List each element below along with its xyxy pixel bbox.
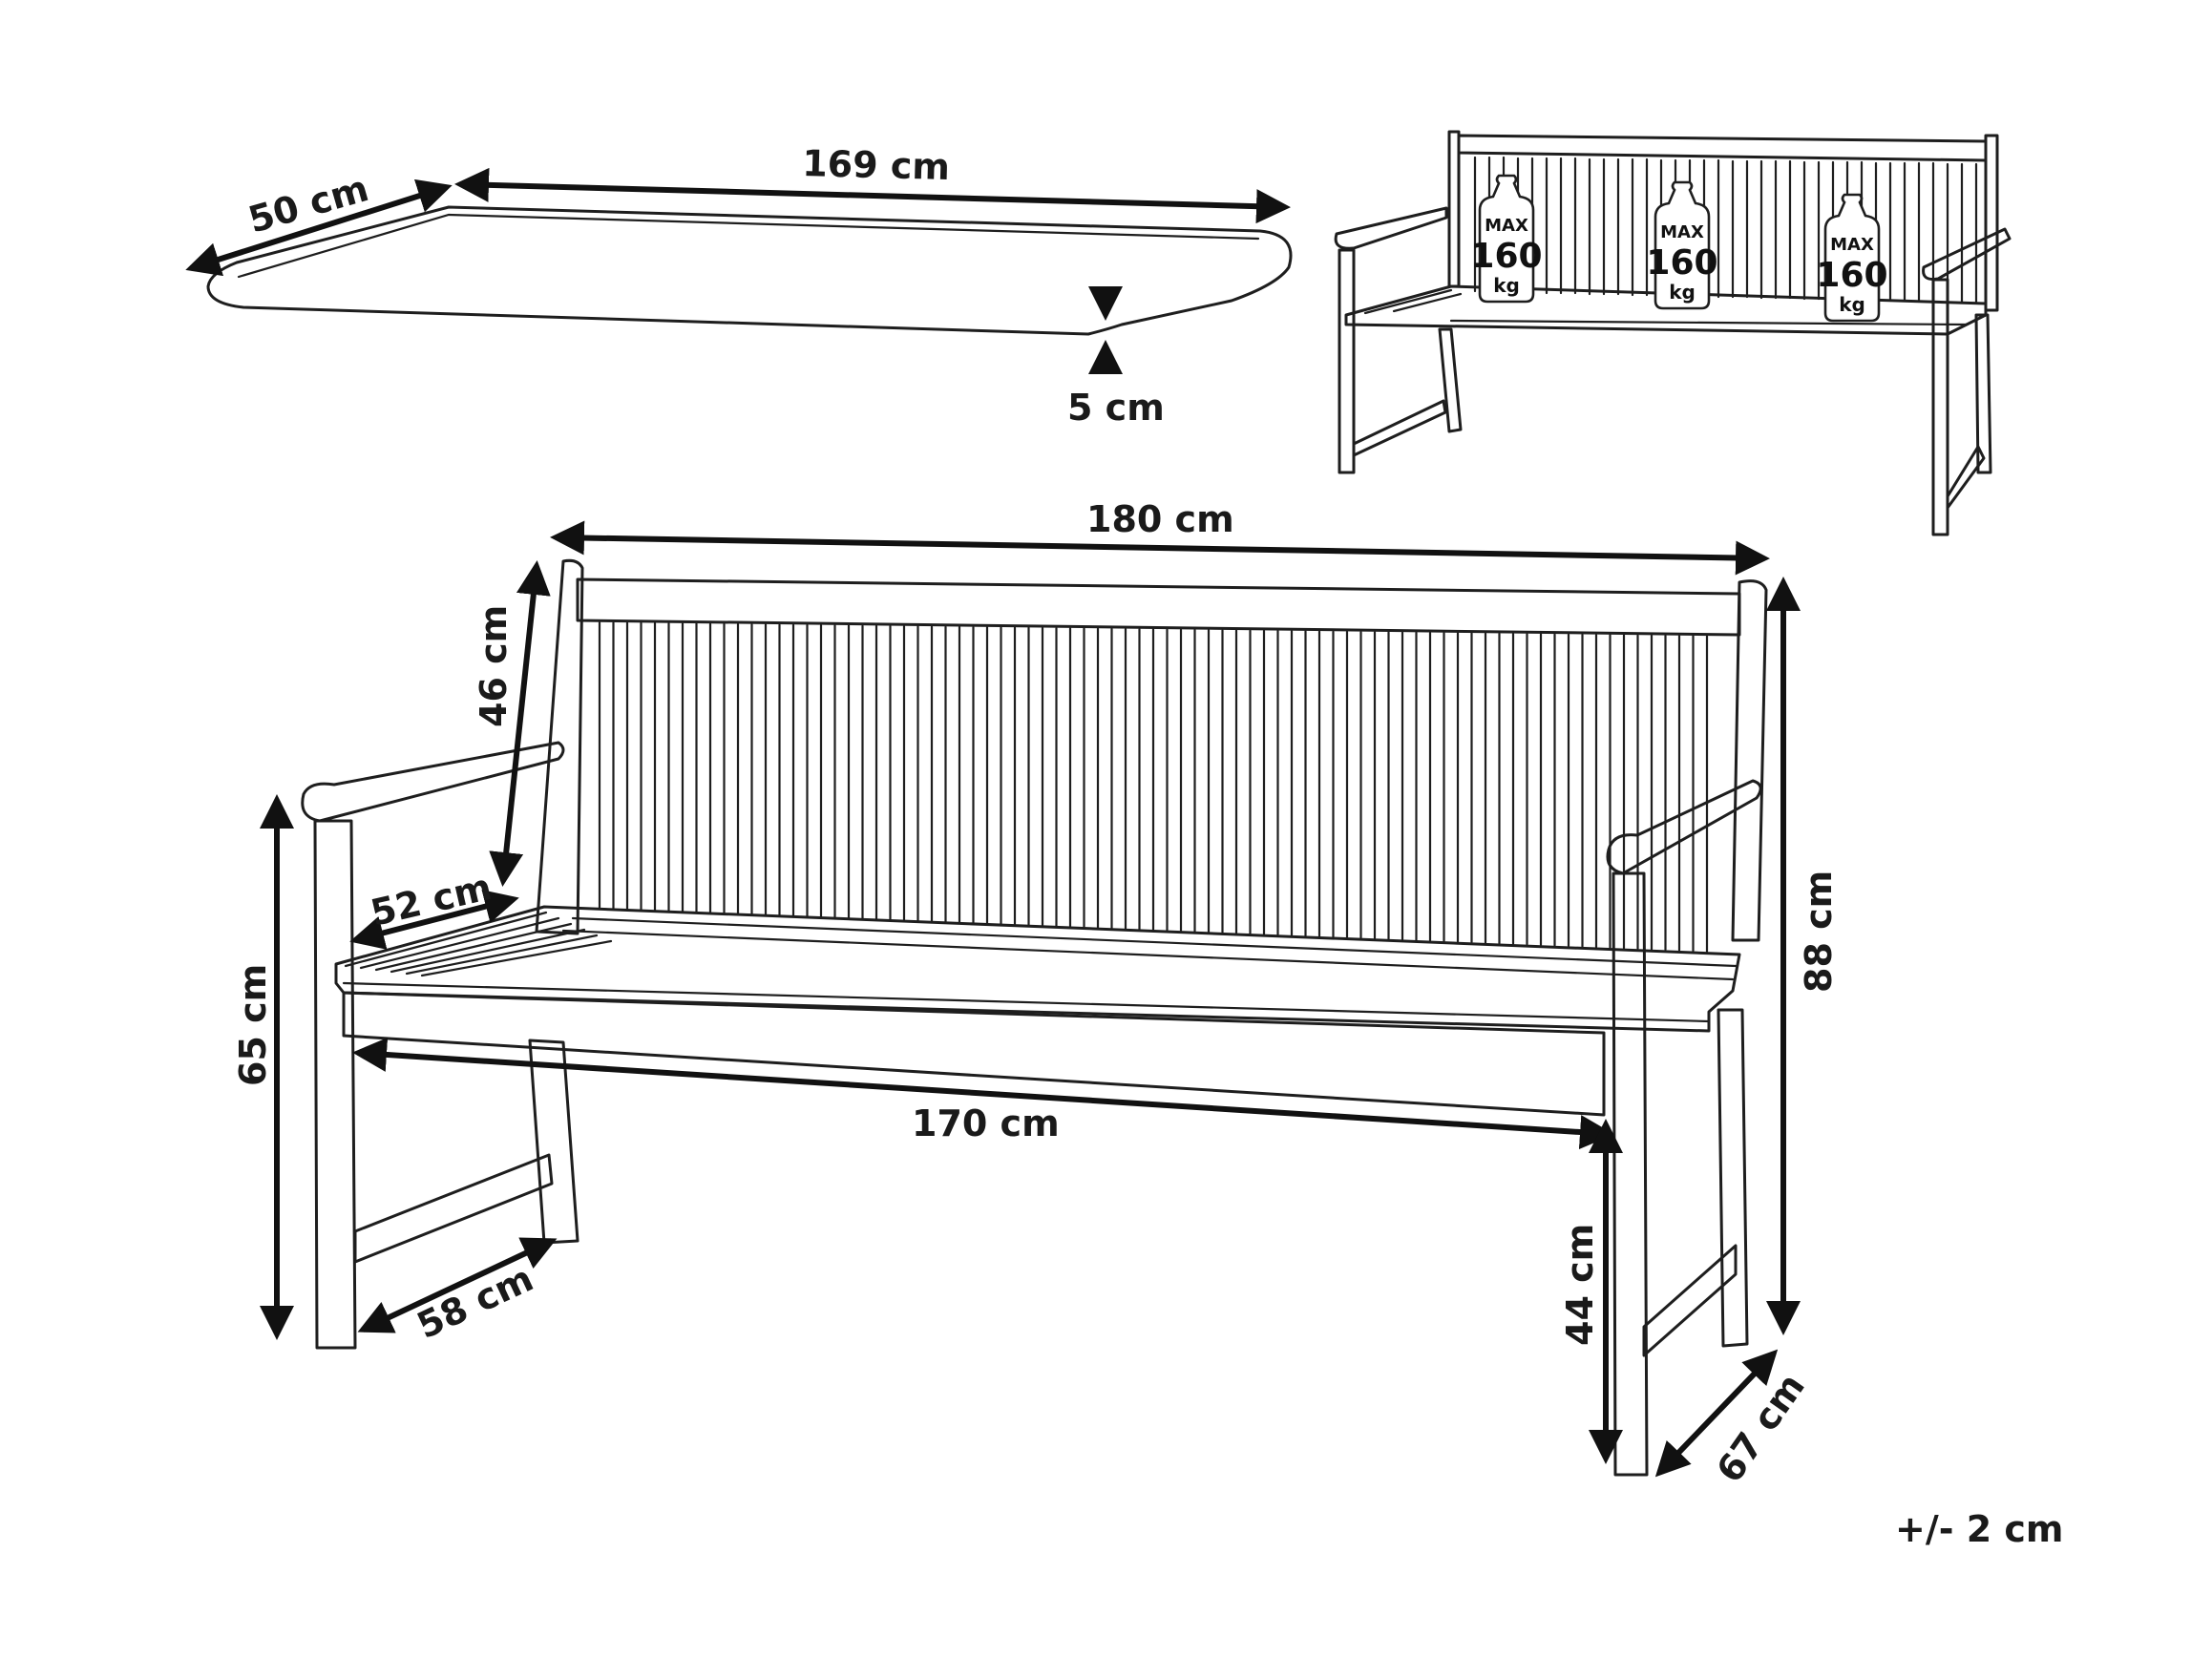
seat-width-label: 170 cm [912, 1102, 1060, 1144]
svg-text:MAX: MAX [1830, 235, 1874, 255]
overall-depth-dimension-line [1654, 1349, 1779, 1478]
bench-back-slats [598, 621, 1709, 953]
armrest-height-label: 65 cm [232, 964, 274, 1086]
bench-left-stretcher [353, 1153, 554, 1264]
bench-left-back-post [535, 558, 584, 935]
backrest-height-label: 46 cm [473, 605, 515, 727]
small-bench-back-slats [1473, 156, 1978, 304]
svg-text:kg: kg [1669, 281, 1696, 304]
weight-icon-2: MAX 160 kg [1646, 180, 1718, 310]
main-bench-dimensions: 180 cm 46 cm 52 cm 65 cm 170 cm 88 cm 44… [232, 498, 1840, 1490]
small-bench-left-rear-leg [1438, 327, 1463, 433]
svg-text:MAX: MAX [1660, 222, 1704, 242]
weight-icon-1: MAX 160 kg [1470, 174, 1543, 304]
cushion-thickness-label: 5 cm [1067, 387, 1165, 429]
side-depth-dimension-line [357, 1237, 558, 1333]
backrest-height-dimension-line [489, 560, 551, 887]
bench-left-rear-leg [528, 1039, 579, 1245]
cushion-outline [206, 205, 1293, 336]
cushion-drawing: 50 cm 169 cm 5 cm [185, 142, 1293, 429]
small-bench-left-back-post [1447, 130, 1461, 288]
tolerance-label: +/- 2 cm [1895, 1508, 2064, 1550]
overall-width-dimension-line [550, 520, 1770, 576]
side-depth-label: 58 cm [411, 1257, 539, 1347]
svg-text:kg: kg [1493, 274, 1520, 297]
cushion-depth-dimension-line [185, 178, 453, 277]
load-capacity-drawing: MAX 160 kg MAX 160 kg MAX 160 kg [1334, 130, 2012, 536]
weight-icon-3: MAX 160 kg [1816, 193, 1888, 323]
seat-depth-label: 52 cm [367, 866, 495, 934]
small-bench-right-armrest [1922, 227, 2012, 281]
small-bench-right-rear-leg [1974, 313, 1992, 474]
small-bench-left-front-leg [1338, 248, 1356, 474]
bench-right-stretcher [1642, 1244, 1738, 1357]
main-bench-drawing [301, 558, 1768, 1477]
overall-width-label: 180 cm [1086, 498, 1234, 540]
bench-left-armrest [301, 741, 565, 823]
seat-depth-dimension-line [349, 890, 519, 950]
bench-top-rail [576, 577, 1741, 637]
small-bench-right-stretcher [1946, 445, 1986, 510]
seat-height-label: 44 cm [1559, 1224, 1601, 1346]
svg-text:160: 160 [1470, 237, 1542, 276]
small-bench-top-rail [1457, 134, 1988, 162]
svg-text:160: 160 [1816, 256, 1887, 295]
bench-right-rear-leg [1717, 1008, 1749, 1348]
svg-text:kg: kg [1839, 293, 1865, 316]
small-bench-right-back-post [1984, 134, 1999, 312]
svg-text:160: 160 [1646, 243, 1717, 283]
bench-left-front-leg [313, 819, 357, 1350]
small-bench-right-front-leg [1931, 278, 1949, 536]
overall-depth-label: 67 cm [1708, 1366, 1813, 1490]
cushion-width-dimension-line [454, 167, 1291, 224]
bench-right-front-leg [1612, 871, 1649, 1477]
bench-right-armrest [1606, 779, 1762, 875]
bench-seat [334, 905, 1741, 1033]
bench-back-slat-lines [598, 621, 1709, 953]
cushion-width-label: 169 cm [802, 142, 951, 188]
svg-text:MAX: MAX [1485, 216, 1528, 236]
small-bench-left-armrest [1334, 206, 1448, 250]
seat-width-dimension-line [352, 1037, 1614, 1150]
small-bench-left-stretcher [1352, 399, 1447, 457]
bench-right-back-post [1731, 579, 1768, 942]
cushion-top-edge [237, 213, 1260, 279]
total-height-label: 88 cm [1798, 871, 1840, 993]
